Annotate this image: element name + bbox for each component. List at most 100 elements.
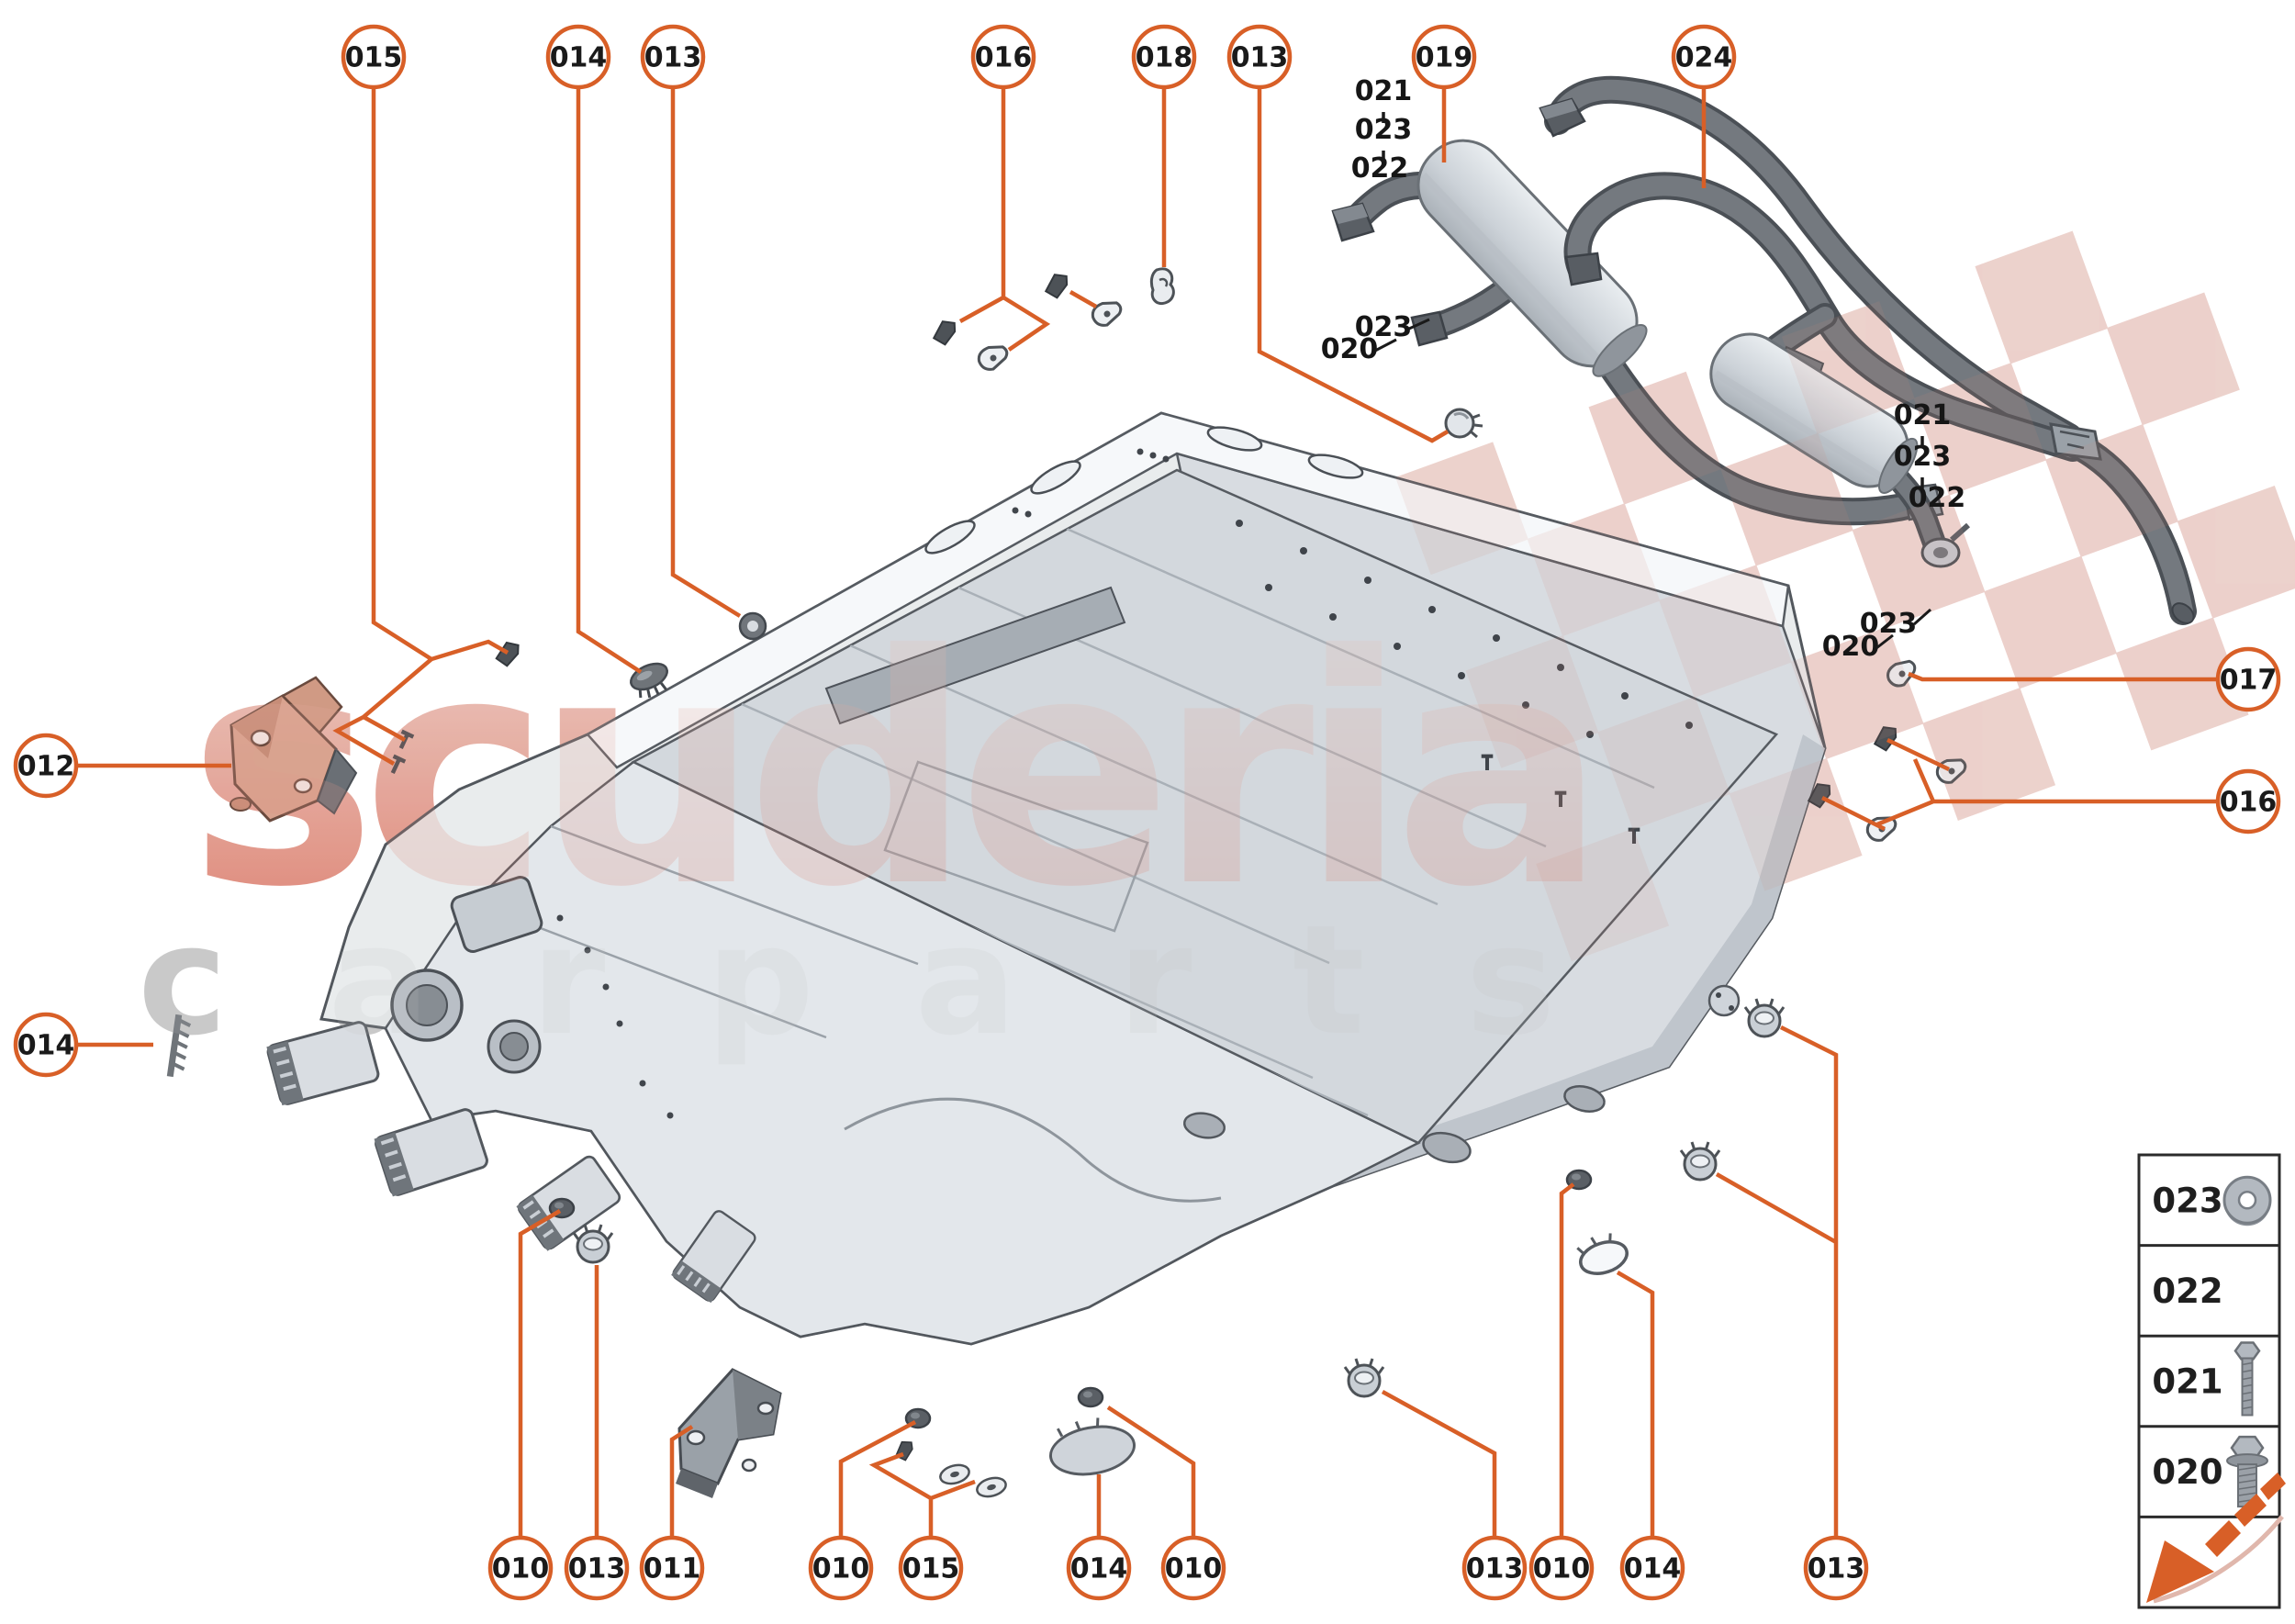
label-tick [1374, 338, 1397, 353]
leader-015-b [868, 1451, 976, 1537]
callout-label: 013 [1231, 42, 1289, 74]
leader-016-right [1820, 737, 2217, 832]
comb-part-014 [166, 1014, 192, 1078]
callout-013-b3[interactable]: 013 [1803, 1535, 1869, 1601]
callout-label: 013 [644, 42, 702, 74]
hose-assembly-019 [1331, 139, 1944, 526]
gasket-part-015 [973, 1473, 1010, 1501]
callout-024-top[interactable]: 024 [1671, 24, 1737, 90]
callout-013-b1[interactable]: 013 [564, 1535, 630, 1601]
callout-010-b2[interactable]: 010 [808, 1535, 874, 1601]
callout-014-b1[interactable]: 014 [1066, 1535, 1132, 1601]
chassis-body [264, 411, 1827, 1346]
callout-label: 017 [2220, 665, 2278, 697]
callout-016-top[interactable]: 016 [970, 24, 1036, 90]
washer-icon [2222, 1175, 2272, 1226]
rim-slots [924, 426, 1364, 554]
callout-015-top[interactable]: 015 [341, 24, 407, 90]
short-bolt-icon [2226, 1435, 2268, 1508]
callout-012-left[interactable]: 012 [13, 733, 79, 799]
callout-015-b[interactable]: 015 [898, 1535, 964, 1601]
long-bolt-icon [2233, 1341, 2261, 1417]
ring-part-013 [1679, 1140, 1721, 1182]
callout-label: 014 [1624, 1553, 1682, 1585]
leader-010-b2 [838, 1420, 917, 1537]
plug-part-013 [1444, 408, 1484, 439]
leader-015-top [332, 87, 509, 766]
legend-row-label: 021 [2152, 1362, 2222, 1402]
small-parts [166, 267, 1967, 1501]
callout-label: 010 [1533, 1553, 1591, 1585]
callout-017-right[interactable]: 017 [2215, 646, 2281, 712]
legend-row-020[interactable]: 020 [2152, 1435, 2268, 1508]
ring-part-013 [572, 1223, 614, 1264]
callout-010-b4[interactable]: 010 [1528, 1535, 1595, 1601]
floor-rivets [1236, 520, 1693, 738]
callout-019-top[interactable]: 019 [1411, 24, 1477, 90]
callout-label: 013 [1808, 1553, 1865, 1585]
oval-plate-014 [1048, 1417, 1136, 1476]
callout-010-b1[interactable]: 010 [487, 1535, 554, 1601]
legend-table: 023 022 021 020 [2137, 1153, 2286, 1609]
legend-row-021[interactable]: 021 [2152, 1341, 2261, 1417]
fastener-label: 020 [1822, 631, 1880, 663]
legend-row-023[interactable]: 023 [2152, 1175, 2272, 1226]
label-tick [1875, 633, 1894, 650]
scuderia-arrow-logo [2146, 1473, 2286, 1604]
legend-border [2137, 1153, 2281, 1609]
callout-014-top[interactable]: 014 [545, 24, 611, 90]
leader-014-top [576, 87, 643, 674]
watermark-title: scuderia [188, 588, 1593, 957]
callout-label: 019 [1416, 42, 1473, 74]
callout-label: 012 [17, 751, 75, 783]
callout-010-b3[interactable]: 010 [1160, 1535, 1226, 1601]
label-tick [1408, 318, 1430, 330]
callout-013-top-left[interactable]: 013 [640, 24, 706, 90]
leader-013-b2 [1381, 1390, 1497, 1537]
callout-011-b[interactable]: 011 [639, 1535, 705, 1601]
callout-label: 013 [568, 1553, 626, 1585]
callout-label: 010 [812, 1553, 870, 1585]
legend-logo-cell [2146, 1473, 2286, 1604]
fastener-label: 021 [1355, 75, 1413, 107]
callout-label: 010 [1165, 1553, 1223, 1585]
callout-013-top-right[interactable]: 013 [1226, 24, 1293, 90]
watermark-subtitle: c a r p a r t s [138, 892, 1580, 1069]
callout-016-right[interactable]: 016 [2215, 768, 2281, 834]
hose-assembly-024 [1539, 75, 2197, 625]
clip-part-015 [891, 1438, 918, 1464]
callout-label: 014 [550, 42, 608, 74]
callout-label: 010 [492, 1553, 550, 1585]
fastener-label: 023 [1860, 608, 1918, 640]
callout-014-b2[interactable]: 014 [1619, 1535, 1685, 1601]
callout-label: 015 [345, 42, 403, 74]
leader-013-b3 [1715, 1025, 1839, 1537]
legend-row-label: 020 [2152, 1452, 2222, 1492]
callout-018-top[interactable]: 018 [1131, 24, 1197, 90]
fastener-label: 021 [1894, 399, 1952, 431]
callout-label: 016 [2220, 787, 2278, 819]
leader-013-top-left [670, 87, 742, 618]
leader-011-b [669, 1425, 694, 1537]
callout-label: 013 [1466, 1553, 1524, 1585]
callout-label: 014 [1070, 1553, 1128, 1585]
fastener-label: 023 [1355, 311, 1413, 343]
legend-row-022[interactable]: 022 [2152, 1271, 2222, 1311]
rail-stub [372, 1105, 491, 1199]
leader-013-top-right [1257, 87, 1450, 443]
bulkhead-holes [390, 876, 674, 1119]
callouts: 015 014 013 016 018 013 019 024 017 016 012 014 010 0… [13, 24, 2281, 1601]
leader-010-b1 [518, 1209, 562, 1537]
leader-014-b2 [1616, 1271, 1655, 1537]
callout-label: 024 [1675, 42, 1733, 74]
cap-part-010 [1077, 1386, 1104, 1408]
callout-013-b2[interactable]: 013 [1461, 1535, 1528, 1601]
fastener-label: 022 [1351, 152, 1409, 185]
leader-017-right [1908, 671, 2217, 682]
callout-014-left[interactable]: 014 [13, 1012, 79, 1078]
leader-010-b4 [1559, 1182, 1575, 1537]
